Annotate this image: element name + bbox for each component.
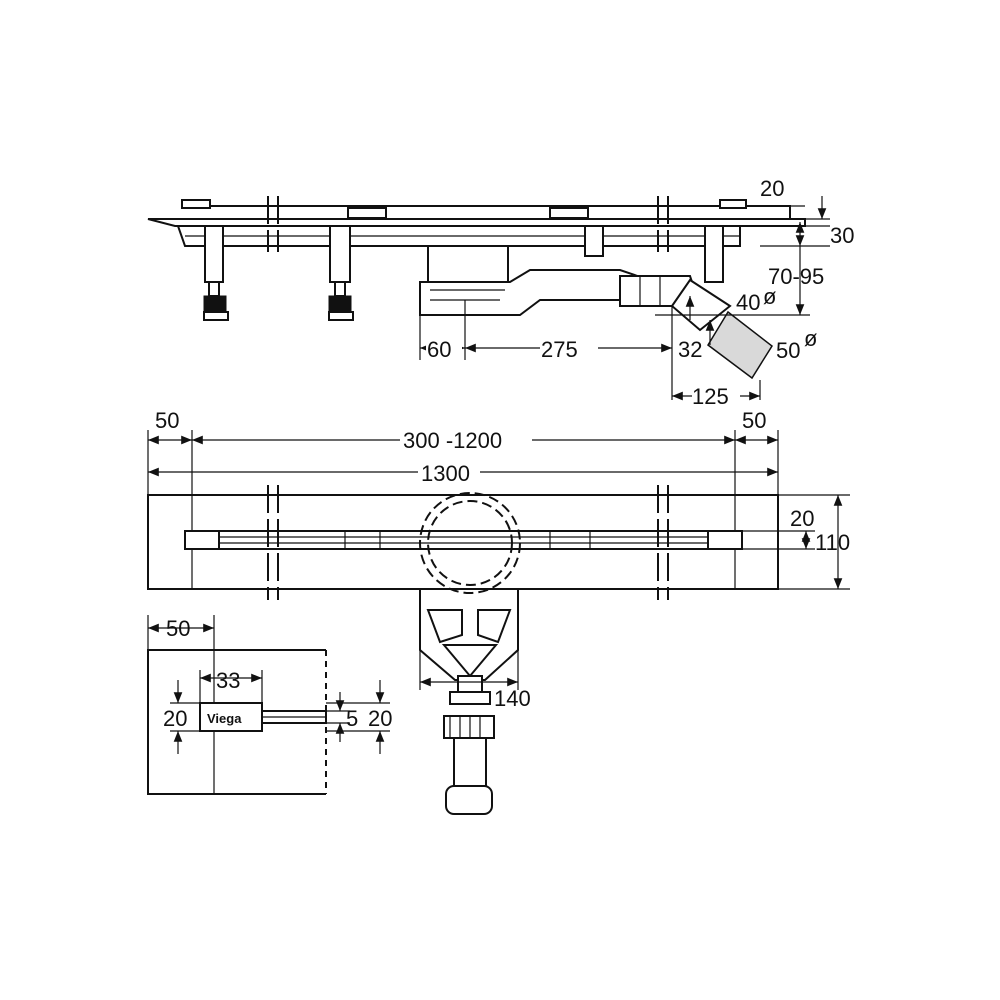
dim-outlet-length: 125 [692, 384, 729, 409]
dim-offset: 60 [427, 337, 451, 362]
diameter-symbol: ø [763, 284, 776, 309]
plan-view: 50 300 -1200 50 1300 [147, 408, 850, 815]
leveling-foot [181, 199, 229, 321]
dim-cover-height: 20 [368, 706, 392, 731]
dim-channel-range: 300 -1200 [403, 428, 502, 453]
detail-view: 50 Viega 33 20 5 20 [147, 615, 392, 795]
dim-siphon-width: 140 [494, 686, 531, 711]
brand-logo: Viega [207, 711, 242, 726]
dim-slot-width: 20 [790, 506, 814, 531]
dim-outlet-drop: 32 [678, 337, 702, 362]
dim-total-width: 110 [815, 530, 850, 555]
leveling-foot [328, 225, 354, 321]
diameter-symbol: ø [804, 326, 817, 351]
dim-logo-height: 20 [163, 706, 187, 731]
dim-height: 30 [830, 223, 854, 248]
dim-install-height: 70-95 [768, 264, 824, 289]
dim-outlet-large: 50 [776, 338, 800, 363]
drain-body [419, 245, 773, 380]
dim-outlet-distance: 275 [541, 337, 578, 362]
leveling-foot [584, 225, 604, 257]
dim-right-margin: 50 [742, 408, 766, 433]
dim-total-length: 1300 [421, 461, 470, 486]
dim-gap: 5 [346, 706, 358, 731]
leveling-foot [704, 199, 747, 283]
dim-end-width: 50 [166, 616, 190, 641]
dim-outlet-small: 40 [736, 290, 760, 315]
dim-top-right: 20 [760, 176, 784, 201]
dim-left-margin: 50 [155, 408, 179, 433]
side-view: 20 30 70-95 40 ø 50 ø 60 275 32 125 [147, 176, 854, 409]
dim-logo-width: 33 [216, 668, 240, 693]
